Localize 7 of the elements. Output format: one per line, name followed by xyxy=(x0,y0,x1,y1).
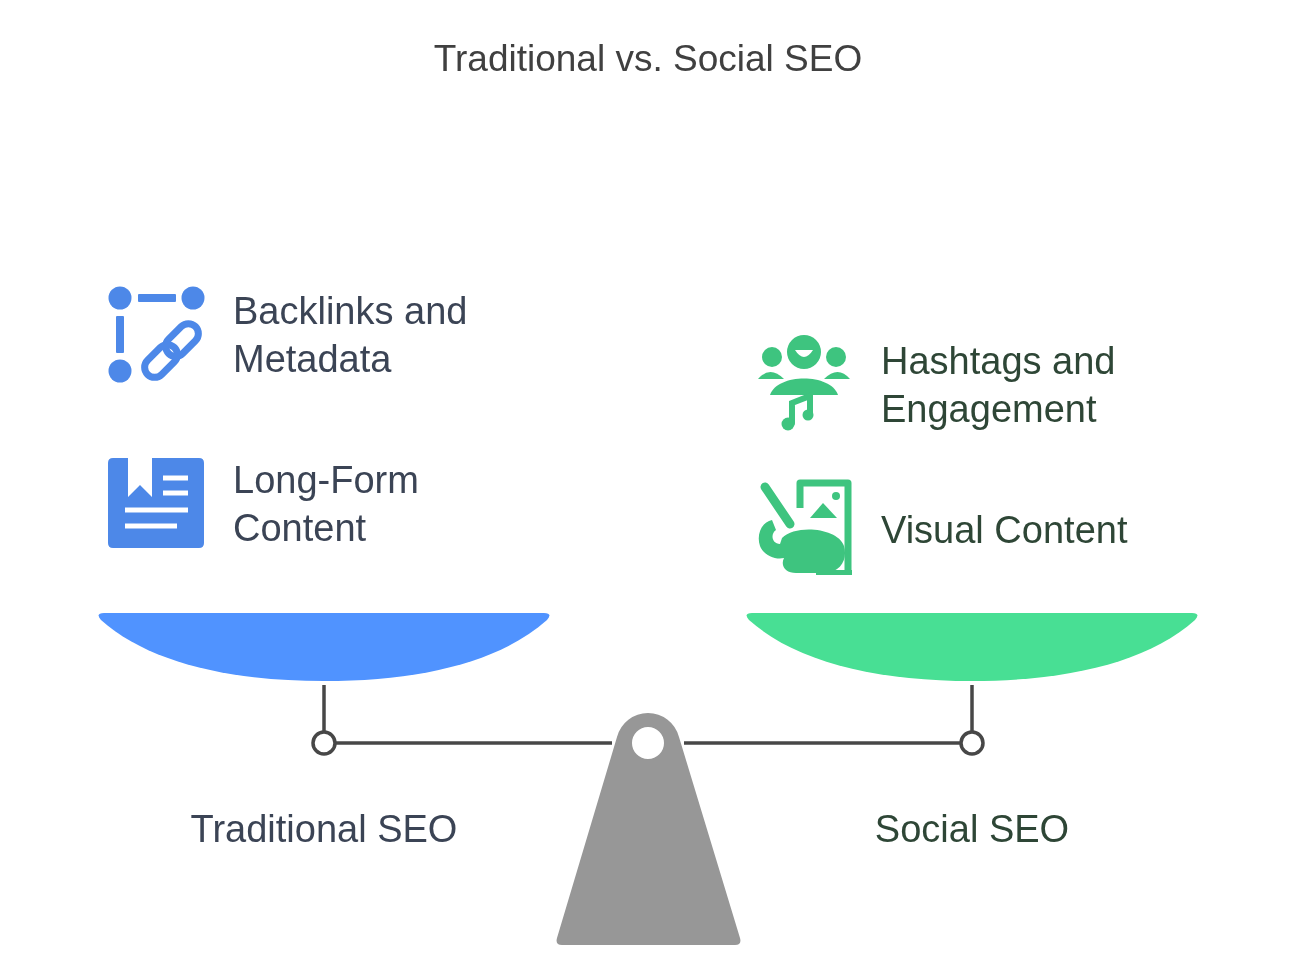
item-label: Visual Content xyxy=(881,508,1128,553)
title: Traditional vs. Social SEO xyxy=(433,37,863,81)
item-label: Hashtags and Engagement xyxy=(881,339,1117,432)
side-label: Traditional SEO xyxy=(190,807,458,852)
item-label: Long-Form Content xyxy=(233,458,420,551)
item-label: Backlinks and Metadata xyxy=(233,289,469,382)
side-label: Social SEO xyxy=(874,807,1070,852)
